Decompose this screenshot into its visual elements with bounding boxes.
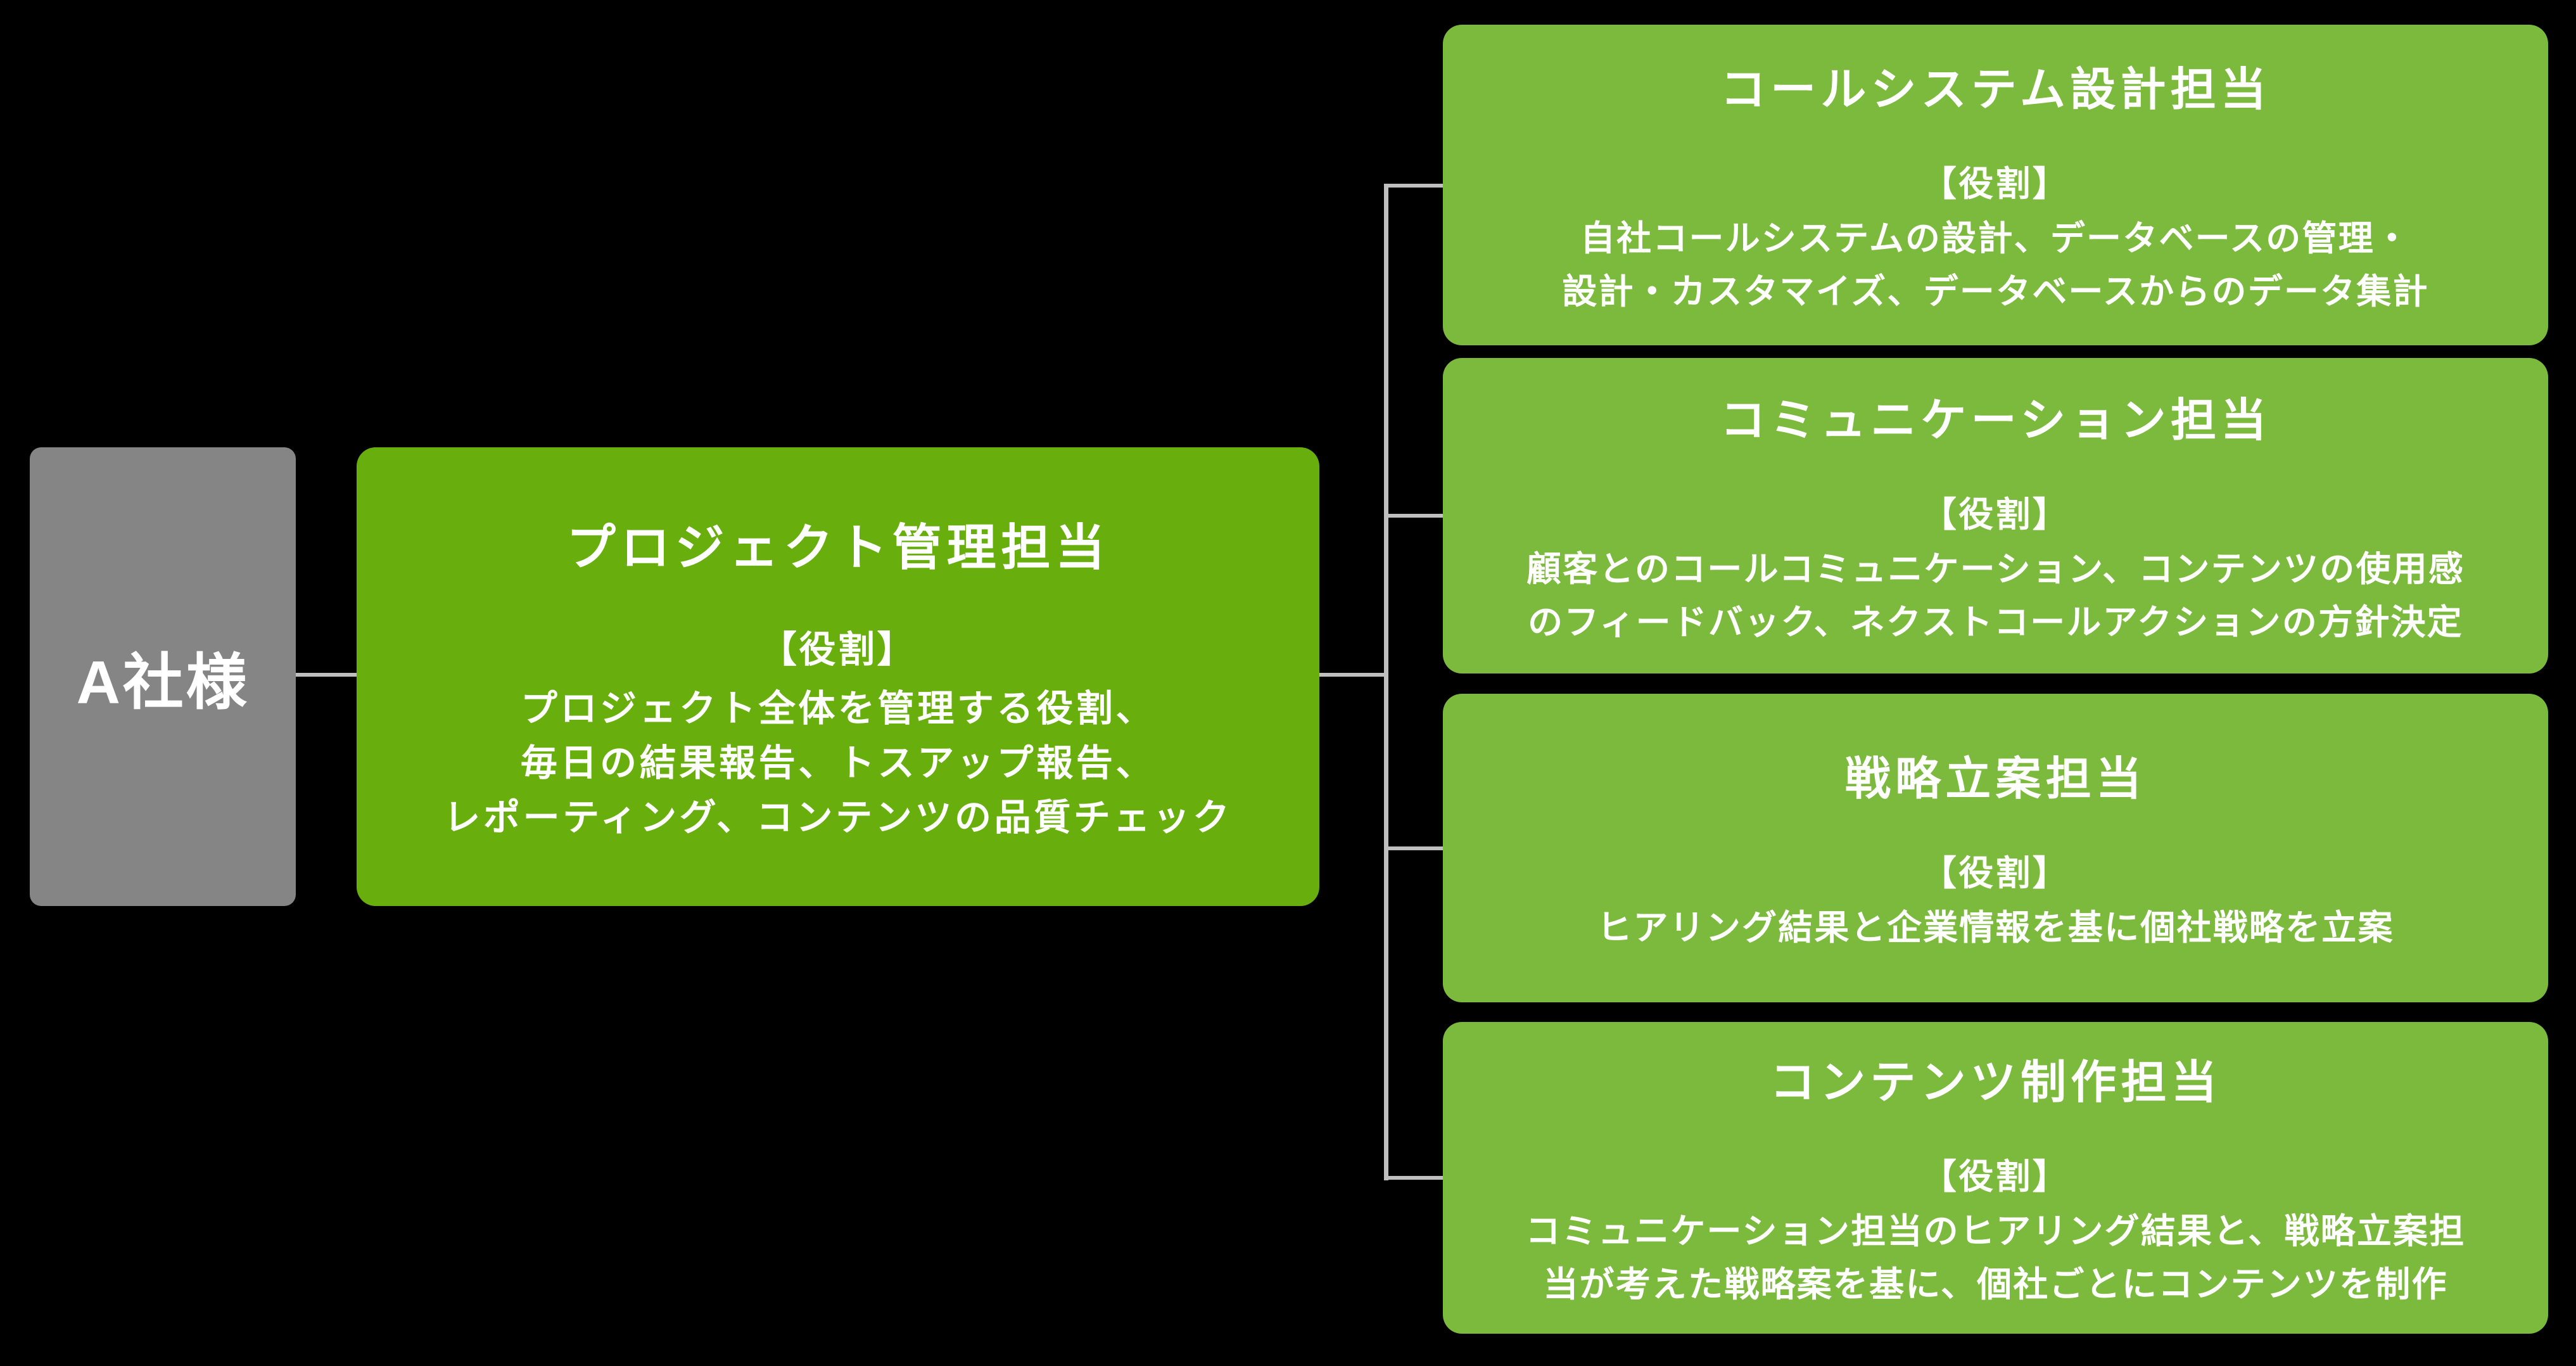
connector-branch-team-3 (1386, 846, 1443, 850)
connector-client-to-manager (296, 673, 357, 677)
team-title: コミュニケーション担当 (1720, 395, 2271, 446)
team-role-heading: 【役割】 (1921, 853, 2070, 893)
connector-branch-team-4 (1386, 1176, 1443, 1180)
team-node-strategy-planning: 戦略立案担当 【役割】 ヒアリング結果と企業情報を基に個社戦略を立案 (1443, 694, 2548, 1002)
manager-role-line: レポーティング、コンテンツの品質チェック (443, 796, 1233, 838)
team-role-heading: 【役割】 (1921, 1156, 2070, 1196)
team-role-line: のフィードバック、ネクストコールアクションの方針決定 (1528, 602, 2463, 642)
team-node-content-production: コンテンツ制作担当 【役割】 コミュニケーション担当のヒアリング結果と、戦略立案… (1443, 1022, 2548, 1334)
team-role-line: コミュニケーション担当のヒアリング結果と、戦略立案担 (1525, 1211, 2466, 1251)
connector-manager-to-trunk (1319, 673, 1386, 677)
team-node-call-system-design: コールシステム設計担当 【役割】 自社コールシステムの設計、データベースの管理・… (1443, 25, 2548, 345)
connector-trunk (1384, 184, 1388, 1180)
manager-role-line: プロジェクト全体を管理する役割、 (520, 688, 1156, 730)
manager-role-heading: 【役割】 (760, 629, 916, 671)
team-role-line: 当が考えた戦略案を基に、個社ごとにコンテンツを制作 (1543, 1264, 2448, 1304)
team-node-communication: コミュニケーション担当 【役割】 顧客とのコールコミュニケーション、コンテンツの… (1443, 358, 2548, 673)
team-role-heading: 【役割】 (1921, 494, 2070, 534)
manager-node: プロジェクト管理担当 【役割】 プロジェクト全体を管理する役割、 毎日の結果報告… (357, 447, 1319, 906)
connector-branch-team-1 (1386, 184, 1443, 188)
team-title: 戦略立案担当 (1844, 754, 2147, 805)
manager-role-line: 毎日の結果報告、トスアップ報告、 (520, 743, 1156, 784)
manager-title: プロジェクト管理担当 (566, 520, 1110, 576)
client-label: A社様 (76, 648, 250, 717)
team-role-line: 自社コールシステムの設計、データベースの管理・ (1580, 218, 2411, 258)
team-role-line: 設計・カスタマイズ、データベースからのデータ集計 (1562, 271, 2429, 311)
team-role-line: 顧客とのコールコミュニケーション、コンテンツの使用感 (1526, 549, 2465, 589)
team-role-heading: 【役割】 (1921, 163, 2070, 203)
team-title: コンテンツ制作担当 (1770, 1057, 2221, 1108)
client-node: A社様 (30, 447, 296, 906)
connector-branch-team-2 (1386, 514, 1443, 518)
team-title: コールシステム設計担当 (1720, 64, 2271, 115)
team-role-line: ヒアリング結果と企業情報を基に個社戦略を立案 (1597, 908, 2394, 948)
